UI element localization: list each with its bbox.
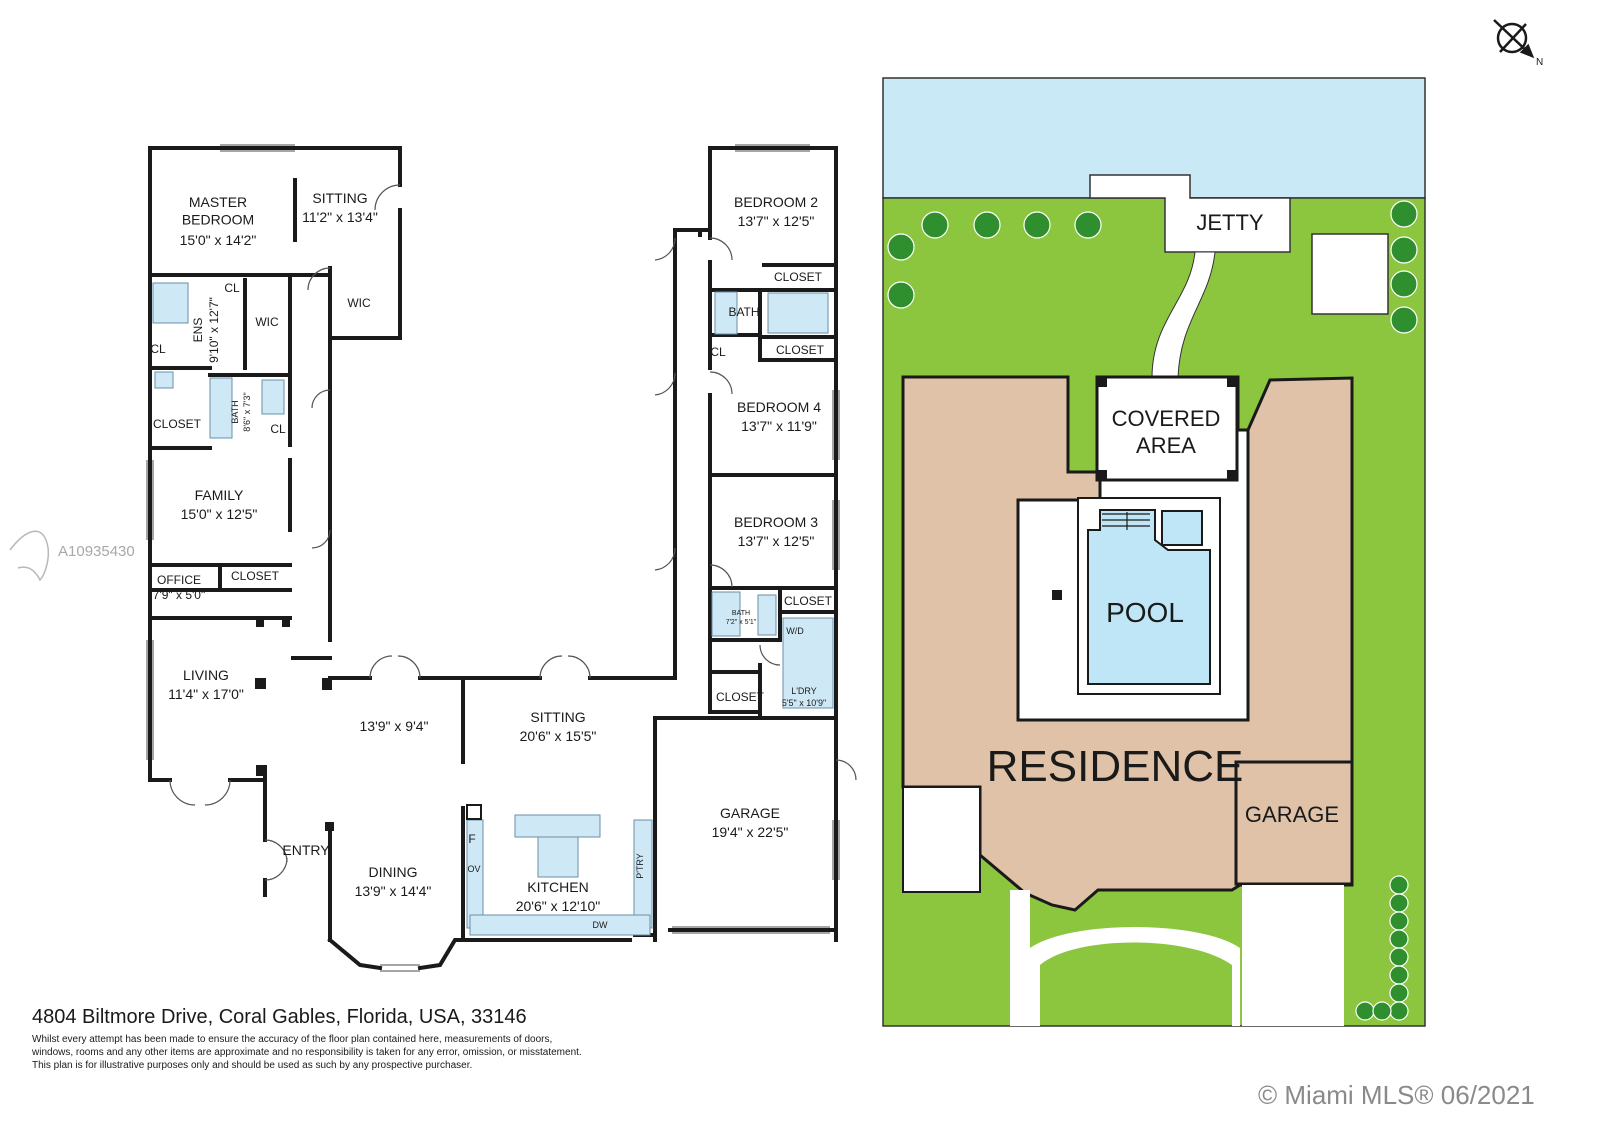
door-swings	[169, 184, 857, 881]
room-cl-ens-b: CL	[150, 342, 166, 356]
room-garage-dims: 19'4" x 22'5"	[712, 824, 789, 840]
site-residence-label: RESIDENCE	[987, 742, 1244, 791]
room-living-name: LIVING	[183, 667, 229, 683]
room-sitting-main-name: SITTING	[530, 709, 585, 725]
site-pool-label: POOL	[1106, 597, 1184, 628]
room-bath3-dims: 7'2" x 5'1"	[726, 619, 757, 626]
room-sitting-master-dims: 11'2" x 13'4"	[302, 209, 378, 225]
site-jetty-label: JETTY	[1196, 210, 1264, 235]
site-garage-label: GARAGE	[1245, 802, 1339, 827]
room-kitchen-ov: OV	[467, 864, 480, 874]
site-garage-apron	[1242, 885, 1344, 1026]
room-bedroom4-dims: 13'7" x 11'9"	[741, 418, 817, 434]
room-living-dims: 11'4" x 17'0"	[168, 686, 244, 702]
room-closet-b4: CLOSET	[776, 343, 825, 357]
room-kitchen-dw: DW	[593, 920, 608, 930]
room-laundry-dims: 5'5" x 10'9"	[782, 698, 826, 708]
site-outbuilding	[1311, 233, 1389, 315]
room-dining-name: DINING	[369, 864, 418, 880]
room-office-name: OFFICE	[157, 573, 201, 587]
room-bath1-dims: 8'6" x 7'3"	[242, 392, 252, 431]
site-covered-area	[1095, 375, 1239, 482]
site-covered-area-line2: AREA	[1136, 433, 1196, 458]
kitchen-refrigerator	[466, 804, 482, 820]
room-entry-name: ENTRY	[282, 842, 330, 858]
room-family-name: FAMILY	[195, 487, 244, 503]
window-marks	[146, 144, 840, 972]
disclaimer-line: windows, rooms and any other items are a…	[32, 1047, 582, 1058]
disclaimer-line: This plan is for illustrative purposes o…	[32, 1060, 473, 1071]
room-kitchen-dims: 20'6" x 12'10"	[516, 898, 601, 914]
room-bedroom2-dims: 13'7" x 12'5"	[738, 213, 815, 229]
room-bedroom4-name: BEDROOM 4	[737, 399, 821, 415]
room-cl-ens-a: CL	[224, 281, 240, 295]
site-driveway	[1010, 890, 1030, 1026]
room-closet-b3: CLOSET	[784, 594, 833, 608]
room-office-dims: 7'9" x 5'0"	[153, 588, 205, 602]
room-kitchen-pantry: P'TRY	[635, 853, 645, 879]
site-spa	[1161, 510, 1203, 546]
room-laundry-name: L'DRY	[791, 686, 817, 696]
room-closet-laundry: CLOSET	[716, 690, 765, 704]
property-address: 4804 Biltmore Drive, Coral Gables, Flori…	[32, 1006, 527, 1028]
room-cl-bath1: CL	[270, 422, 286, 436]
site-jetty-deck	[1089, 174, 1291, 253]
room-wic-1: WIC	[255, 315, 279, 329]
room-hall-dims: 13'9" x 9'4"	[360, 718, 429, 734]
site-trees	[887, 200, 1418, 1021]
room-bath1-name: BATH	[230, 400, 240, 423]
disclaimer: Whilst every attempt has been made to en…	[32, 1033, 672, 1072]
site-plan: JETTY GARAGE COVERED AREA POOL RESI	[882, 19, 1543, 1027]
room-family-dims: 15'0" x 12'5"	[181, 506, 258, 522]
north-arrow-label: N	[1536, 57, 1543, 68]
room-bedroom3-dims: 13'7" x 12'5"	[738, 533, 815, 549]
room-bath2-name: BATH	[728, 305, 759, 319]
columns	[255, 617, 334, 831]
site-residence-notch	[902, 786, 981, 893]
site-garage-block	[1234, 760, 1354, 886]
room-closet-family: CLOSET	[153, 417, 202, 431]
room-ens-dims: 9'10" x 12'7"	[207, 297, 221, 363]
watermark-logo-icon	[9, 530, 50, 582]
room-closet-office: CLOSET	[231, 569, 280, 583]
room-closet-b2: CLOSET	[774, 270, 823, 284]
room-kitchen-name: KITCHEN	[527, 879, 588, 895]
site-covered-area-line1: COVERED	[1112, 406, 1221, 431]
room-ens-name: ENS	[191, 318, 205, 343]
room-bedroom2-name: BEDROOM 2	[734, 194, 818, 210]
room-wd: W/D	[786, 626, 804, 636]
room-sitting-master-name: SITTING	[312, 190, 367, 206]
room-kitchen-f: F	[468, 832, 475, 846]
disclaimer-line: Whilst every attempt has been made to en…	[32, 1034, 553, 1045]
room-cl-bath2: CL	[710, 345, 726, 359]
mls-copyright: © Miami MLS® 06/2021	[1258, 1080, 1535, 1110]
room-bath3-name: BATH	[732, 610, 750, 617]
room-master-bedroom-dims: 15'0" x 14'2"	[180, 232, 257, 248]
room-garage-name: GARAGE	[720, 805, 780, 821]
watermark-id: A10935430	[58, 543, 135, 560]
room-sitting-main-dims: 20'6" x 15'5"	[520, 728, 597, 744]
room-bedroom3-name: BEDROOM 3	[734, 514, 818, 530]
bathroom-fixtures	[152, 282, 834, 936]
room-wic-2: WIC	[347, 296, 371, 310]
room-dining-dims: 13'9" x 14'4"	[355, 883, 432, 899]
north-arrow-icon	[1493, 19, 1535, 59]
floor-plan-walls	[148, 146, 838, 971]
